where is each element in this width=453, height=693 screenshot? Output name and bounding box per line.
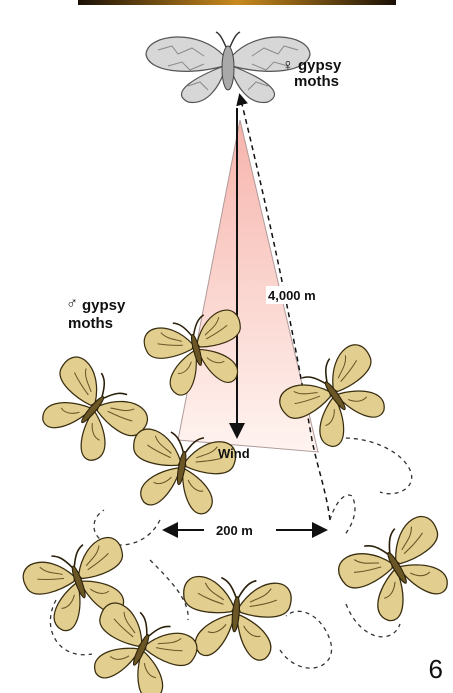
female-symbol: ♀ (282, 57, 294, 74)
male-symbol: ♂ (66, 295, 78, 312)
male-flight-path (330, 495, 355, 536)
male-moth (26, 351, 153, 475)
male-label-line2: moths (68, 315, 113, 332)
male-label-line1: gypsy (82, 297, 126, 314)
female-label-line2: moths (294, 73, 339, 90)
male-flight-path (150, 560, 188, 620)
female-label-line1: gypsy (298, 57, 342, 74)
wind-label: Wind (218, 446, 250, 461)
top-banner (78, 0, 396, 5)
distance-long-label: 4,000 m (268, 288, 316, 303)
male-moth (77, 598, 202, 693)
distance-short-label: 200 m (216, 523, 253, 538)
male-flight-path (280, 611, 332, 668)
page-number: 6 (429, 654, 443, 685)
